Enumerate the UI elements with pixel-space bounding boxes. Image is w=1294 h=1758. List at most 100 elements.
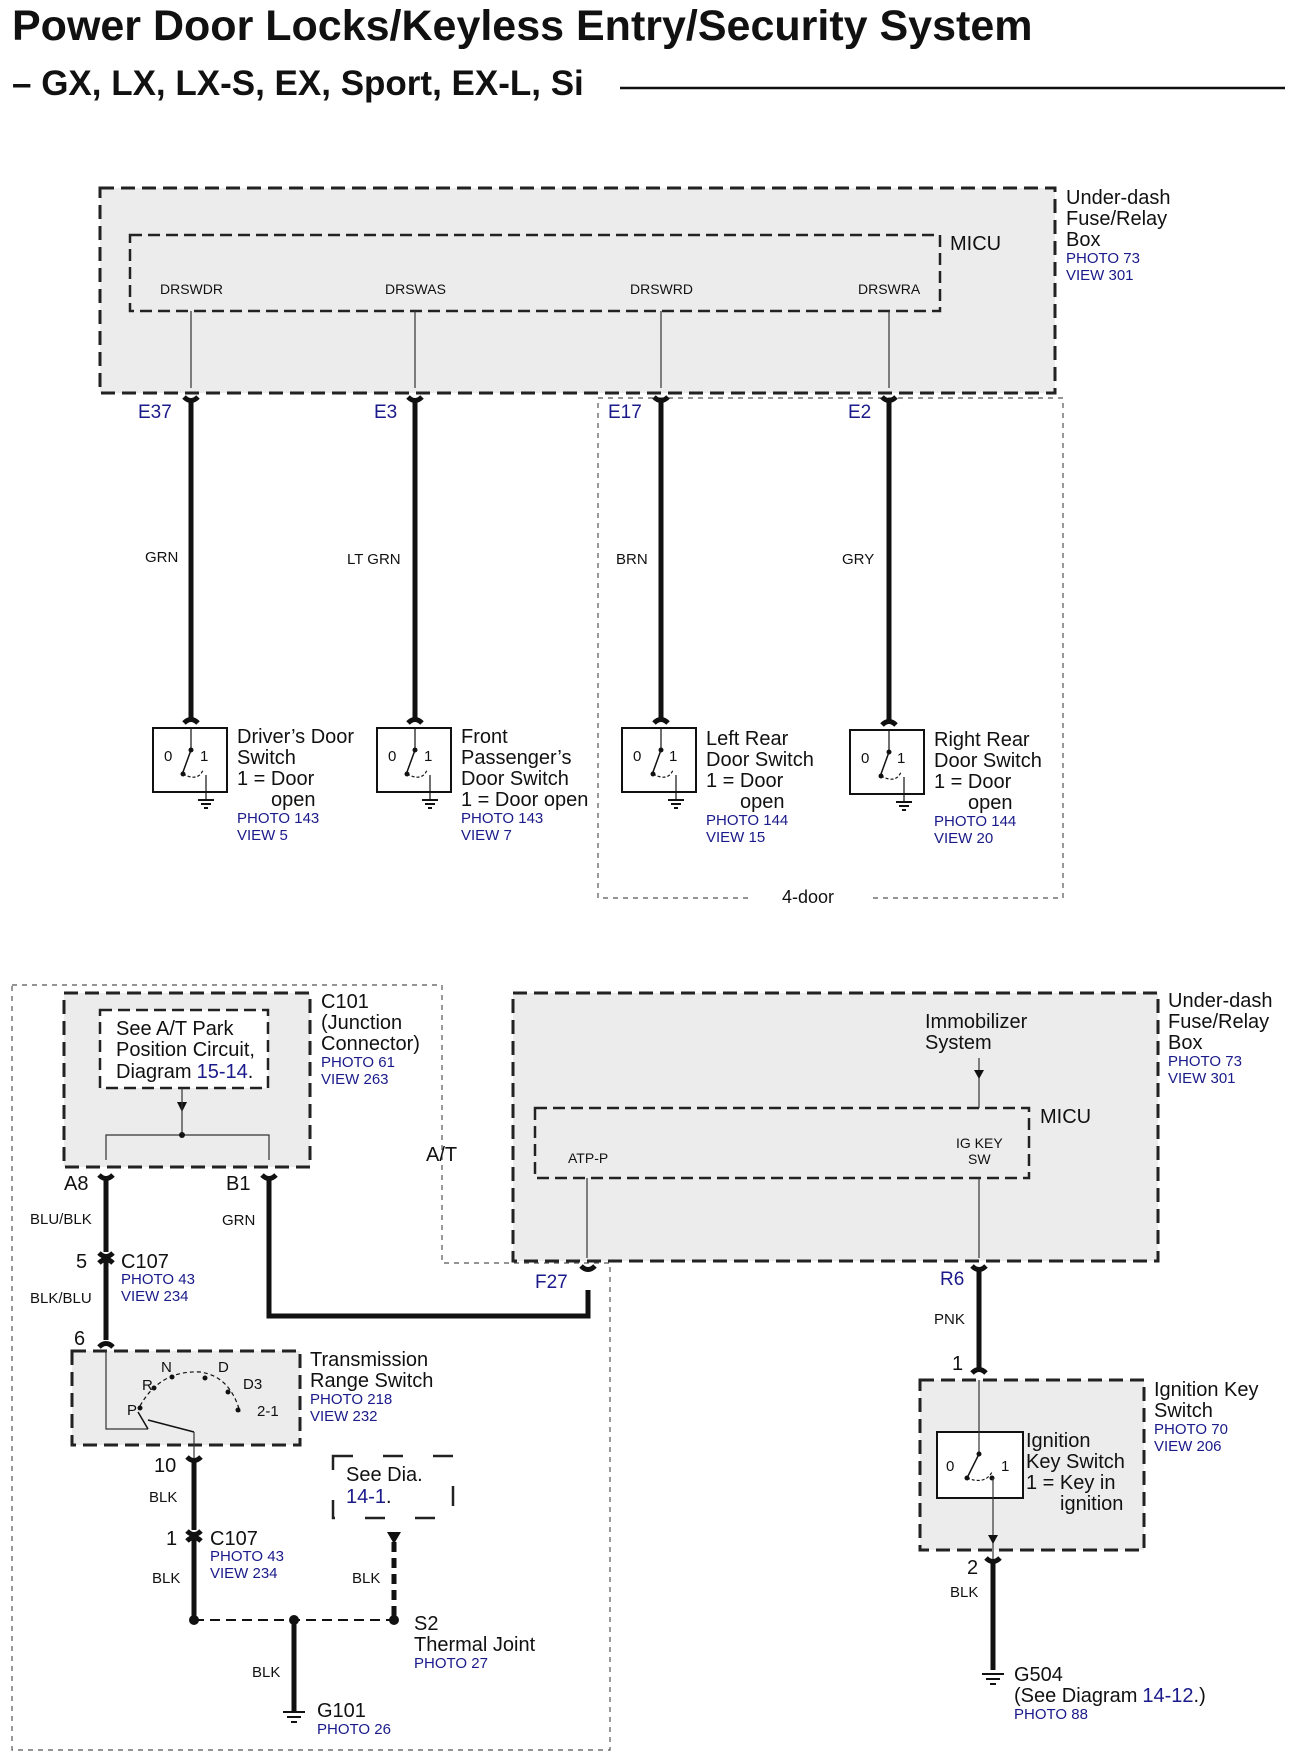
sw2-line4: 1 = Door open (461, 789, 588, 811)
sw1-photo: PHOTO 143 (237, 810, 319, 827)
trs-pos-p: P (127, 1402, 137, 1419)
trs-pos-2-1: 2-1 (257, 1403, 279, 1420)
wire-blk-label-5: BLK (950, 1584, 978, 1601)
micu-box-bottom (533, 1106, 1031, 1180)
switch-label-right-rear: Right Rear Door Switch 1 = Door open PHO… (934, 729, 1042, 847)
cup-sw-4 (880, 719, 898, 727)
wire-blu-blk-label: BLU/BLK (30, 1211, 92, 1228)
wire-color-grn: GRN (145, 549, 178, 566)
see-at-line1: See A/T Park (116, 1018, 234, 1040)
fusebox-name-top-1: Under-dash (1066, 187, 1171, 209)
sw3-line3: 1 = Door (706, 770, 784, 792)
pin-drswas: DRSWAS (385, 281, 446, 297)
see-at-diagram-word: Diagram (116, 1061, 192, 1083)
switch-pos-1d: 1 (897, 750, 905, 767)
c101-node (179, 1132, 185, 1138)
switch-label-front-passenger: Front Passenger’s Door Switch 1 = Door o… (461, 726, 588, 844)
sw4-line4: open (968, 792, 1013, 814)
trs-pos-d3: D3 (243, 1376, 262, 1393)
c107-bottom-name: C107 (210, 1528, 258, 1550)
cup-a8 (97, 1173, 115, 1181)
ign-pos-0: 0 (946, 1458, 954, 1475)
trs-cup-6 (97, 1341, 115, 1349)
terminal-r6: R6 (940, 1269, 964, 1290)
sw1-line2: Switch (237, 747, 296, 769)
four-door-region (597, 397, 1064, 899)
cup-ign-2 (984, 1556, 1002, 1564)
sw4-line1: Right Rear (934, 729, 1030, 751)
cup-e2 (880, 395, 898, 403)
c107-bottom-pin: 1 (166, 1528, 177, 1550)
g504-photo: PHOTO 88 (1014, 1706, 1088, 1723)
switch-body-4 (849, 729, 925, 795)
fusebox-name-bottom-2: Fuse/Relay (1168, 1011, 1269, 1033)
trs-pos-n: N (161, 1359, 172, 1376)
sw3-line2: Door Switch (706, 749, 814, 771)
ign-pos-1: 1 (1001, 1458, 1009, 1475)
trs-blade (147, 1419, 195, 1433)
switch-pos-1b: 1 (424, 748, 432, 765)
trs-photo: PHOTO 218 (310, 1391, 392, 1408)
fuse-relay-box-top (98, 186, 1057, 395)
cup-b1 (260, 1173, 278, 1181)
switch-pos-0c: 0 (633, 748, 641, 765)
switch-body-2 (376, 727, 452, 793)
see-dia-link[interactable]: 14-1 (346, 1486, 386, 1508)
immobilizer-arrow (974, 1070, 984, 1079)
terminal-e2: E2 (848, 402, 871, 423)
sw4-line2: Door Switch (934, 750, 1042, 772)
see-at-suffix: . (248, 1061, 254, 1083)
s2-photo: PHOTO 27 (414, 1655, 488, 1672)
trs-view: VIEW 232 (310, 1408, 378, 1425)
fusebox-name-bottom-1: Under-dash (1168, 990, 1273, 1012)
ignition-switch-body (936, 1431, 1024, 1499)
cup-sw-2 (406, 717, 424, 725)
ign-pin2: 2 (967, 1557, 978, 1579)
terminal-b1: B1 (226, 1173, 250, 1195)
cup-sw-1 (182, 717, 200, 725)
c107-bottom-cup-b (185, 1535, 203, 1543)
cup-sw-3 (652, 717, 670, 725)
sw1-view: VIEW 5 (237, 827, 288, 844)
g504-link[interactable]: 14-12 (1142, 1685, 1193, 1707)
fusebox-name-top-2: Fuse/Relay (1066, 208, 1167, 230)
ign-inner-1: Ignition (1026, 1430, 1091, 1452)
wire-color-brn: BRN (616, 551, 648, 568)
page-title: Power Door Locks/Keyless Entry/Security … (12, 2, 1033, 50)
wire-color-bg-1 (140, 546, 186, 568)
wire-grn-label: GRN (222, 1212, 255, 1229)
see-at-box (98, 1008, 270, 1090)
c101-photo: PHOTO 61 (321, 1054, 395, 1071)
sw4-view: VIEW 20 (934, 830, 993, 847)
sw2-line1: Front (461, 726, 508, 748)
terminal-e37: E37 (138, 402, 172, 423)
wire-color-gry: GRY (842, 551, 874, 568)
fusebox-name-bottom-3: Box (1168, 1032, 1202, 1054)
connectors-switch-top (182, 717, 898, 727)
sw3-line1: Left Rear (706, 728, 789, 750)
trs-name-2: Range Switch (310, 1370, 433, 1392)
c101-view: VIEW 263 (321, 1071, 389, 1088)
micu-label-top: MICU (950, 233, 1001, 255)
terminal-e17: E17 (608, 402, 642, 423)
sw3-photo: PHOTO 144 (706, 812, 788, 829)
see-dia-box (331, 1454, 455, 1520)
wire-color-bg-2 (342, 548, 410, 568)
cup-f27 (579, 1264, 597, 1272)
trs-arm (137, 1411, 149, 1430)
c107-top-name: C107 (121, 1251, 169, 1273)
trs-pos-r: R (142, 1377, 153, 1394)
see-at-link[interactable]: 15-14 (197, 1061, 248, 1083)
ign-arrow (988, 1535, 998, 1544)
micu-box-top (128, 233, 942, 313)
connectors-top (182, 395, 898, 403)
cup-r6 (970, 1264, 988, 1272)
ign-pin1: 1 (952, 1353, 963, 1375)
trs-pos-d: D (218, 1359, 229, 1376)
trs-in (105, 1351, 148, 1430)
fusebox-view-bottom: VIEW 301 (1168, 1070, 1236, 1087)
wire-blk-label-2: BLK (152, 1570, 180, 1587)
